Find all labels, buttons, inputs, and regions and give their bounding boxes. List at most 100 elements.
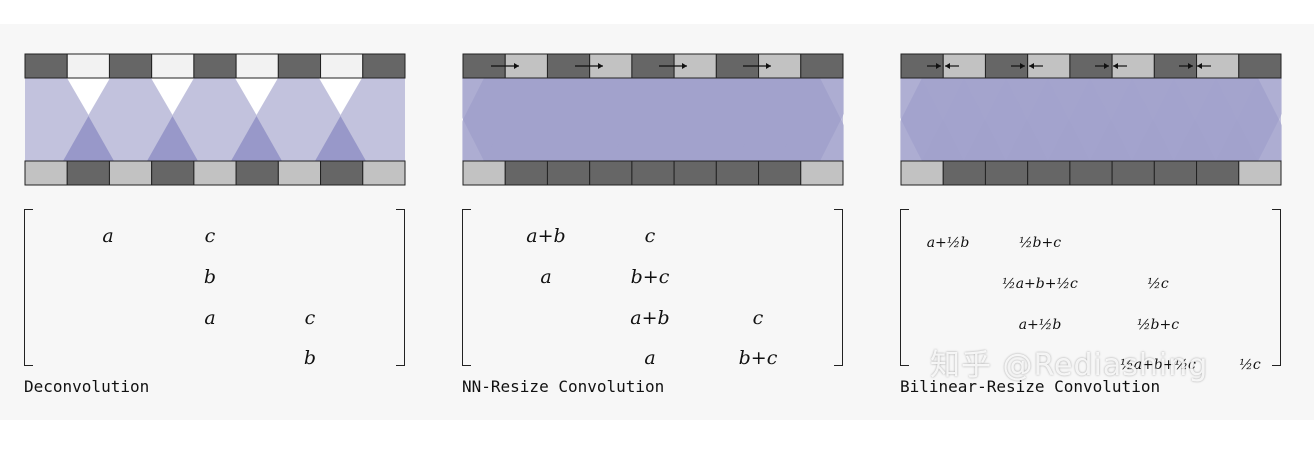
kernel-triangle: [694, 78, 778, 161]
arrow-head: [1197, 63, 1202, 69]
gap-triangle: [319, 78, 362, 115]
kernel-triangle: [900, 78, 964, 161]
matrix-entry: ½a+b+½c: [1002, 276, 1078, 292]
matrix-entry: b: [303, 347, 317, 369]
matrix-entry: a+b: [630, 307, 670, 329]
output-cell: [320, 160, 364, 186]
output-cell: [900, 160, 944, 186]
bilinear-resize-caption: Bilinear-Resize Convolution: [900, 377, 1161, 396]
output-cell: [942, 160, 986, 186]
kernel-triangle: [652, 78, 736, 161]
output-cell: [589, 160, 633, 186]
matrix-entry: ½c: [1147, 276, 1169, 292]
gap-triangle: [67, 78, 110, 115]
input-cell: [235, 53, 279, 79]
kernel-triangle: [526, 78, 610, 161]
kernel-triangle: [526, 78, 610, 161]
gap-triangle: [235, 78, 278, 115]
matrix-entry: ½b+c: [1136, 317, 1180, 333]
kernel-triangle: [1132, 78, 1216, 161]
arrow-head: [1029, 63, 1034, 69]
matrix-entry: b+c: [738, 347, 778, 369]
deconvolution-caption: Deconvolution: [24, 377, 150, 396]
input-cell: [362, 53, 406, 79]
output-cell: [108, 160, 153, 186]
matrix-entry: a+½b: [1018, 317, 1062, 333]
input-cell: [320, 53, 364, 79]
input-cell: [193, 53, 237, 79]
matrix-entry: a: [102, 225, 114, 247]
matrix-entry: a: [644, 347, 656, 369]
matrix-left-bracket: [900, 209, 909, 366]
matrix-left-bracket: [24, 209, 33, 366]
arrow-head: [936, 63, 941, 69]
input-cell: [66, 53, 110, 79]
output-cell: [800, 160, 844, 186]
arrow-head: [766, 63, 771, 69]
kernel-triangle: [462, 78, 526, 161]
matrix-entry: a: [540, 266, 552, 288]
matrix-entry: c: [752, 307, 764, 329]
kernel-triangle: [778, 78, 844, 161]
kernel-triangle: [568, 78, 652, 161]
kernel-triangle: [922, 78, 1006, 161]
output-cell: [546, 160, 591, 186]
kernel-triangle: [922, 78, 1006, 161]
overlap-triangle: [63, 116, 114, 161]
nn-resize-caption: NN-Resize Convolution: [462, 377, 665, 396]
output-cell: [66, 160, 110, 186]
matrix-entry: b+c: [630, 266, 670, 288]
output-cell: [984, 160, 1029, 186]
arrow-head: [682, 63, 687, 69]
kernel-triangle: [610, 78, 694, 161]
matrix-entry: b: [203, 266, 217, 288]
kernel-triangle: [900, 78, 964, 161]
output-cell: [24, 160, 68, 186]
output-cell: [462, 160, 506, 186]
kernel-triangle: [1174, 78, 1258, 161]
output-cell: [1069, 160, 1113, 186]
deconvolution-illustration: [24, 53, 406, 186]
output-cell: [1111, 160, 1155, 186]
kernel-triangle: [1216, 78, 1282, 161]
gap-triangle: [151, 78, 194, 115]
matrix-entry: ½c: [1239, 357, 1261, 373]
arrow-head: [1113, 63, 1118, 69]
kernel-triangle: [694, 78, 778, 161]
matrix-entry: c: [304, 307, 316, 329]
projection-band: [463, 78, 843, 161]
matrix-left-bracket: [462, 209, 471, 366]
matrix-entry: a: [204, 307, 216, 329]
matrix-entry: ½a+b+½c: [1120, 357, 1196, 373]
input-cell: [277, 53, 322, 79]
arrow-head: [1104, 63, 1109, 69]
projection-band: [901, 78, 1281, 161]
output-cell: [758, 160, 802, 186]
matrix-right-bracket: [834, 209, 843, 366]
input-cell: [800, 53, 844, 79]
output-cell: [673, 160, 717, 186]
kernel-triangle: [964, 78, 1048, 161]
nn-resize-illustration: [462, 53, 844, 186]
kernel-triangle: [1174, 78, 1258, 161]
output-cell: [631, 160, 675, 186]
output-cell: [193, 160, 237, 186]
kernel-triangle: [1132, 78, 1216, 161]
input-cell: [151, 53, 195, 79]
kernel-triangle: [736, 78, 820, 161]
kernel-triangle: [1090, 78, 1174, 161]
bilinear-resize-illustration: [900, 53, 1282, 186]
kernel-triangle: [610, 78, 694, 161]
arrow-head: [514, 63, 519, 69]
kernel-triangle: [1090, 78, 1174, 161]
overlap-triangle: [315, 116, 366, 161]
kernel-triangle: [484, 78, 568, 161]
kernel-triangle: [1006, 78, 1090, 161]
matrix-right-bracket: [1272, 209, 1281, 366]
output-cell: [1153, 160, 1198, 186]
output-cell: [362, 160, 406, 186]
arrow-head: [1020, 63, 1025, 69]
